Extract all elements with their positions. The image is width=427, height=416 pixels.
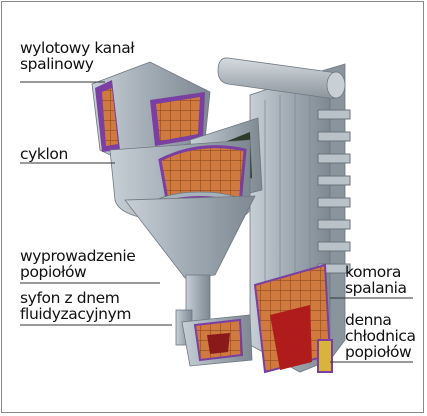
label-combustion-chamber: komora spalania <box>345 264 407 296</box>
label-ash-cooler: denna chłodnica popiołów <box>345 312 416 360</box>
ash-cooler <box>318 340 332 372</box>
label-ash-outlet: wyprowadzenie popiołów <box>20 248 135 280</box>
label-exhaust-duct: wylotowy kanał spalinowy <box>20 40 134 72</box>
label-cyclone: cyklon <box>20 146 68 162</box>
label-siphon: syfon z dnem fluidyzacyjnym <box>20 290 131 322</box>
siphon <box>182 315 252 366</box>
